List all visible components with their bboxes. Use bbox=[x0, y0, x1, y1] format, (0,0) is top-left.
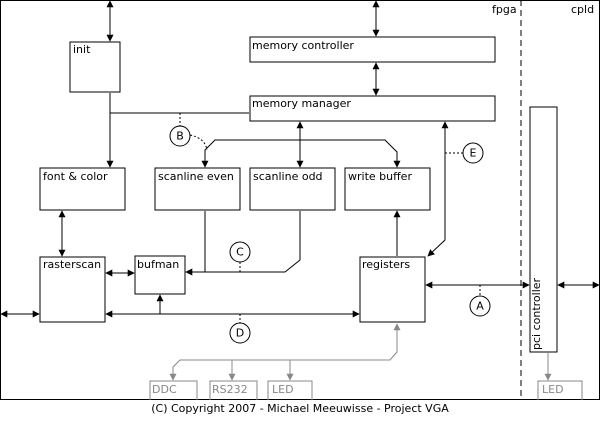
marker-d-label: D bbox=[236, 327, 244, 340]
memory-controller-block bbox=[249, 36, 496, 63]
marker-d bbox=[229, 322, 251, 344]
marker-b-leader-bus bbox=[189, 134, 208, 151]
memory-manager-block bbox=[249, 95, 496, 122]
marker-a-label: A bbox=[476, 300, 484, 313]
cpld-region-label: cpld bbox=[571, 3, 594, 16]
font-color-block bbox=[39, 167, 126, 211]
fpga-region-label: fpga bbox=[492, 3, 517, 16]
marker-a bbox=[469, 295, 491, 317]
rs232-label: RS232 bbox=[212, 383, 248, 396]
rs232-box bbox=[209, 380, 258, 400]
scanline-odd-block bbox=[249, 167, 336, 211]
led-fpga-label: LED bbox=[272, 383, 294, 396]
write-buffer-block bbox=[344, 167, 431, 211]
led-fpga-box bbox=[267, 380, 313, 400]
marker-b bbox=[169, 125, 191, 147]
marker-e-label: E bbox=[470, 147, 477, 160]
init-label: init bbox=[73, 43, 91, 56]
bufman-block bbox=[134, 255, 186, 295]
marker-b-label: B bbox=[176, 130, 184, 143]
scanline-odd-label: scanline odd bbox=[253, 170, 323, 183]
registers-to-outputs-bus bbox=[169, 323, 401, 381]
ddc-label: DDC bbox=[152, 383, 177, 396]
rasterscan-block bbox=[39, 256, 106, 323]
memory-controller-label: memory controller bbox=[252, 39, 354, 52]
ddc-box bbox=[149, 380, 198, 400]
pci-controller-label: pci controller bbox=[530, 277, 543, 350]
init-block bbox=[69, 41, 121, 93]
scanline-odd-to-bufman bbox=[205, 211, 301, 273]
rasterscan-label: rasterscan bbox=[43, 258, 101, 271]
marker-e bbox=[462, 142, 484, 164]
marker-c bbox=[229, 241, 251, 263]
memory-manager-label: memory manager bbox=[252, 97, 351, 110]
scanline-even-label: scanline even bbox=[158, 170, 234, 183]
scanline-even-to-bufman bbox=[185, 211, 206, 276]
pci-controller-block bbox=[529, 106, 558, 353]
registers-to-memmgr-arrow bbox=[427, 121, 449, 257]
copyright-footer: (C) Copyright 2007 - Michael Meeuwisse -… bbox=[151, 402, 449, 415]
scanline-even-block bbox=[154, 167, 241, 211]
font-color-label: font & color bbox=[43, 170, 108, 183]
registers-label: registers bbox=[362, 258, 410, 271]
marker-c-label: C bbox=[236, 246, 244, 259]
write-buffer-label: write buffer bbox=[348, 170, 412, 183]
bufman-label: bufman bbox=[137, 258, 179, 271]
registers-block bbox=[359, 256, 426, 323]
led-cpld-label: LED bbox=[542, 383, 564, 396]
scanline-bus bbox=[201, 139, 401, 168]
led-cpld-box bbox=[537, 380, 583, 400]
